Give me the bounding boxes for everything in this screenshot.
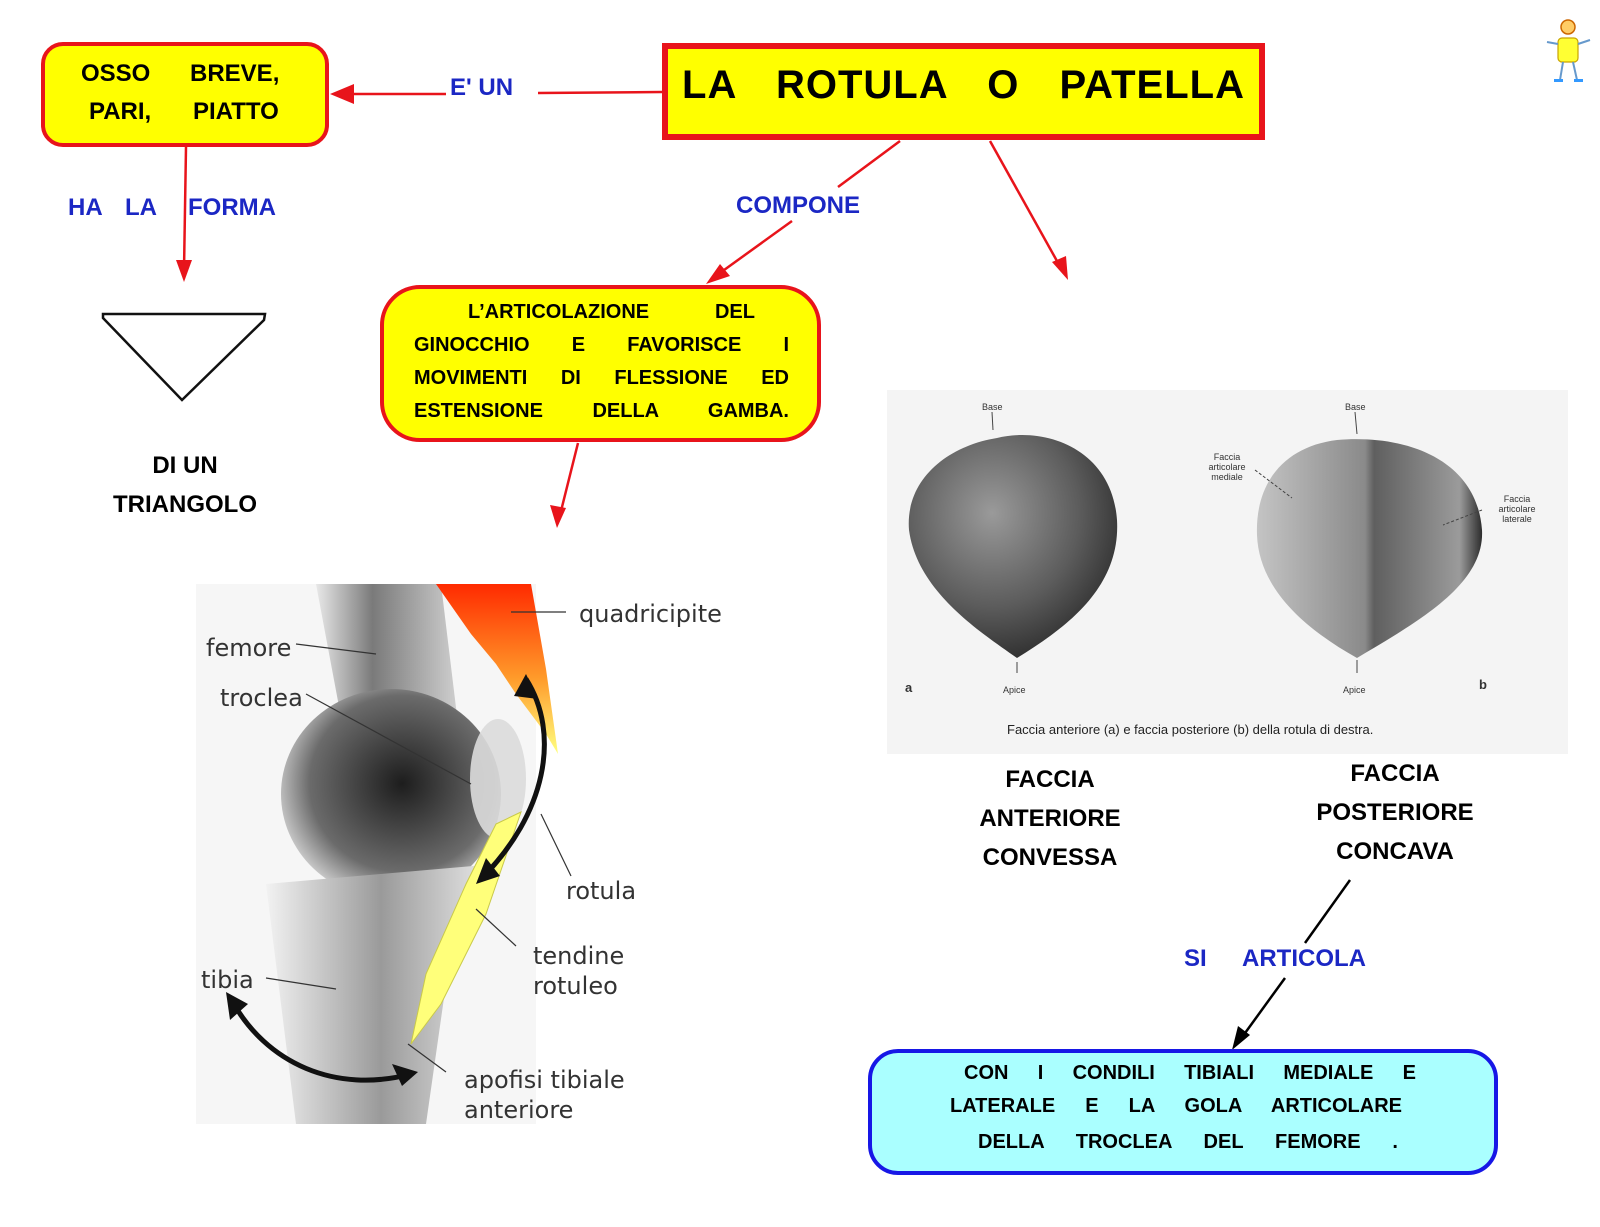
articolazione-line-4: ESTENSIONE DELLA GAMBA. bbox=[414, 400, 789, 422]
knee-xray-figure: femore troclea quadricipite rotula tendi… bbox=[196, 584, 756, 1124]
photo-label-base-b: Base bbox=[1345, 402, 1366, 412]
xray-label-apofisi-1: apofisi tibiale bbox=[464, 1066, 625, 1094]
knee-xray-drawing bbox=[196, 584, 572, 1124]
photo-label-apice-a: Apice bbox=[1003, 685, 1026, 695]
xray-label-quadricipite: quadricipite bbox=[579, 600, 722, 628]
osso-text-1a: OSSO bbox=[81, 60, 151, 87]
link-label-ha: HA bbox=[68, 194, 103, 221]
posteriore-text-3: CONCAVA bbox=[1336, 838, 1454, 865]
link-label-e-un: E' UN bbox=[450, 74, 514, 101]
title-text: LA ROTULA O PATELLA bbox=[682, 63, 1245, 107]
photo-label-faccia-laterale: Faccia articolare laterale bbox=[1498, 494, 1536, 524]
title-node: LA ROTULA O PATELLA bbox=[662, 43, 1265, 140]
xray-label-tendine-1: tendine bbox=[533, 942, 625, 970]
patella-posterior-shape bbox=[1256, 439, 1483, 658]
articolazione-line-2: GINOCCHIO E FAVORISCE I bbox=[414, 334, 789, 356]
mascot-icon bbox=[1546, 19, 1591, 82]
condili-node: CON I CONDILI TIBIALI MEDIALE E LATERALE… bbox=[868, 1049, 1498, 1175]
arrow-posteriore-to-con bbox=[1232, 879, 1352, 1050]
patella-photo-drawing bbox=[908, 411, 1483, 673]
articolazione-line-1: L’ARTICOLAZIONE DEL bbox=[468, 301, 755, 323]
xray-label-tibia: tibia bbox=[201, 966, 254, 994]
arrow-title-to-photo bbox=[988, 140, 1068, 280]
photo-label-apice-b: Apice bbox=[1343, 685, 1366, 695]
patella-photo-panel: Base Base Apice Apice a b Faccia articol… bbox=[887, 390, 1568, 754]
osso-node: OSSO BREVE, PARI, PIATTO bbox=[41, 42, 329, 147]
anteriore-text-3: CONVESSA bbox=[982, 844, 1118, 871]
link-label-compone: COMPONE bbox=[736, 192, 861, 219]
photo-label-faccia-mediale: Faccia articolare mediale bbox=[1208, 452, 1246, 482]
link-label-forma: FORMA bbox=[188, 194, 276, 221]
condili-line-2: LATERALE E LA GOLA ARTICOLARE bbox=[950, 1095, 1402, 1117]
xray-label-apofisi-2: anteriore bbox=[464, 1096, 574, 1124]
posteriore-text-1: FACCIA bbox=[1350, 760, 1440, 787]
link-label-la: LA bbox=[125, 194, 157, 221]
xray-label-tendine-2: rotuleo bbox=[533, 972, 618, 1000]
anteriore-text-1: FACCIA bbox=[1005, 766, 1095, 793]
condili-line-1: CON I CONDILI TIBIALI MEDIALE E bbox=[964, 1062, 1416, 1084]
link-label-si: SI bbox=[1184, 945, 1207, 972]
patella-anterior-shape bbox=[908, 435, 1118, 658]
osso-text-2b: PIATTO bbox=[193, 98, 279, 125]
xray-label-femore: femore bbox=[206, 634, 292, 662]
triangle-text-1: DI UN bbox=[152, 452, 218, 479]
arrow-articolazione-to-xray bbox=[550, 442, 580, 528]
articolazione-node: L’ARTICOLAZIONE DEL GINOCCHIO E FAVORISC… bbox=[380, 285, 821, 442]
photo-label-letter-a: a bbox=[905, 680, 913, 695]
link-label-articola: ARTICOLA bbox=[1242, 945, 1366, 972]
arrow-osso-to-triangle bbox=[176, 146, 192, 282]
posteriore-text-2: POSTERIORE bbox=[1316, 799, 1474, 826]
anteriore-text-2: ANTERIORE bbox=[979, 805, 1121, 832]
condili-line-3: DELLA TROCLEA DEL FEMORE . bbox=[978, 1131, 1398, 1153]
osso-text-2a: PARI, bbox=[89, 98, 152, 125]
arrow-title-to-articolazione bbox=[706, 139, 901, 284]
xray-label-troclea: troclea bbox=[220, 684, 303, 712]
arrow-title-to-osso bbox=[330, 84, 663, 104]
xray-label-rotula: rotula bbox=[566, 877, 637, 905]
photo-label-base-a: Base bbox=[982, 402, 1003, 412]
photo-caption: Faccia anteriore (a) e faccia posteriore… bbox=[1007, 722, 1374, 737]
triangle-shape bbox=[101, 312, 267, 402]
photo-label-letter-b: b bbox=[1479, 677, 1487, 692]
articolazione-line-3: MOVIMENTI DI FLESSIONE ED bbox=[414, 367, 789, 389]
osso-text-1b: BREVE, bbox=[190, 60, 280, 87]
triangle-text-2: TRIANGOLO bbox=[113, 491, 257, 518]
